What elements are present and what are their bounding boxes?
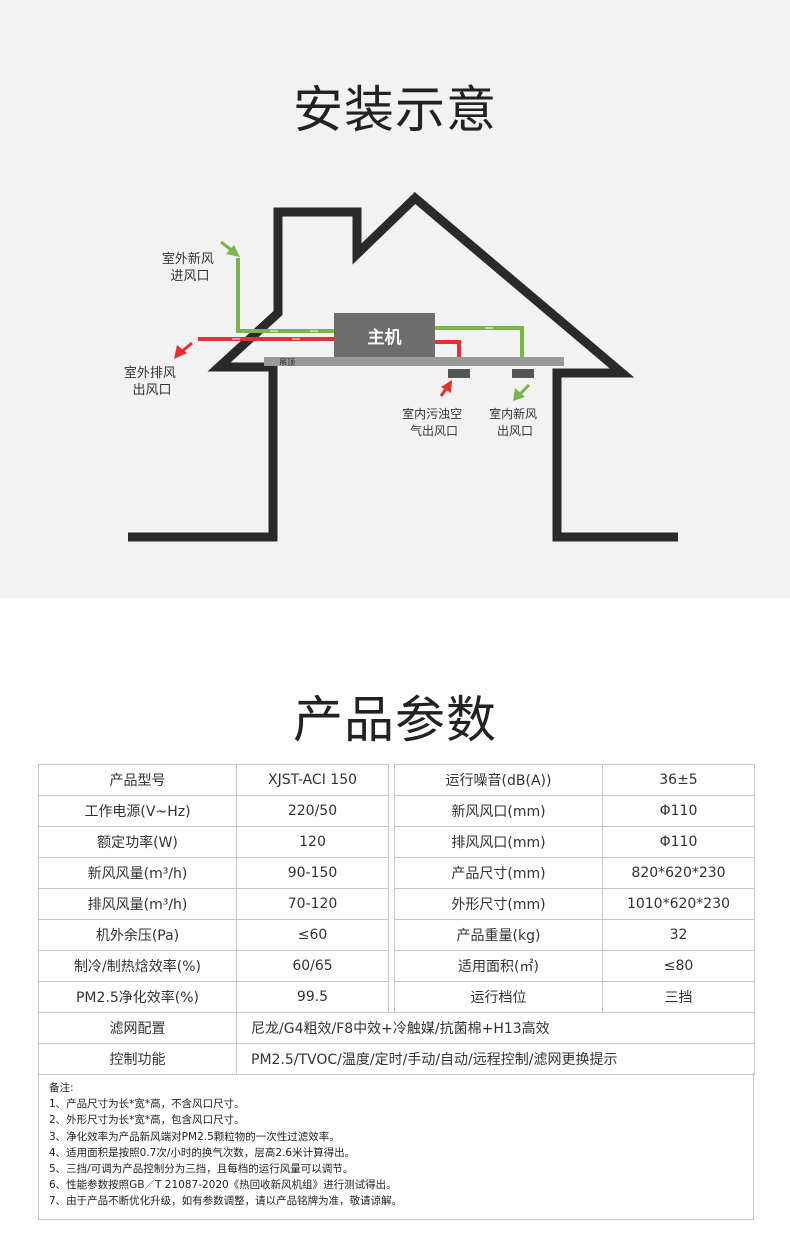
spec-label: 适用面积(㎡) bbox=[394, 950, 603, 982]
spec-label: 制冷/制热焓效率(%) bbox=[38, 950, 237, 982]
spec-label: 新风风口(mm) bbox=[394, 795, 603, 827]
outdoor-fresh-in-label: 室外新风 进风口 bbox=[162, 251, 218, 284]
fresh-air-supply-duct bbox=[435, 326, 524, 357]
spec-label: 机外余压(Pa) bbox=[38, 919, 237, 951]
spec-label: 产品重量(kg) bbox=[394, 919, 603, 951]
note-item: 7、由于产品不断优化升级，如有参数调整，请以产品铭牌为准，敬请谅解。 bbox=[49, 1195, 403, 1208]
notes-box: 备注: 1、产品尺寸为长*宽*高，不含风口尺寸。 2、外形尺寸为长*宽*高，包含风口… bbox=[38, 1073, 754, 1220]
install-section-title: 安装示意 bbox=[293, 81, 497, 139]
spec-label: 新风风量(m³/h) bbox=[38, 857, 237, 889]
spec-value: 820*620*230 bbox=[602, 857, 755, 889]
spec-value: 99.5 bbox=[236, 981, 389, 1013]
spec-label: 工作电源(V~Hz) bbox=[38, 795, 237, 827]
spec-value: Φ110 bbox=[602, 826, 755, 858]
note-item: 3、净化效率为产品新风端对PM2.5颗粒物的一次性过滤效率。 bbox=[49, 1130, 340, 1143]
spec-value: 尼龙/G4粗效/F8中效+冷触媒/抗菌棉+H13高效 bbox=[236, 1012, 755, 1044]
dirty-air-arrow-icon bbox=[439, 380, 452, 397]
host-unit bbox=[334, 313, 435, 359]
spec-value: 70-120 bbox=[236, 888, 389, 920]
spec-value: 36±5 bbox=[602, 764, 755, 796]
note-item: 2、外形尺寸为长*宽*高，包含风口尺寸。 bbox=[49, 1114, 245, 1127]
dirty-air-return-duct bbox=[435, 340, 461, 357]
spec-label: 外形尺寸(mm) bbox=[394, 888, 603, 920]
spec-label: 运行档位 bbox=[394, 981, 603, 1013]
spec-value: 三挡 bbox=[602, 981, 755, 1013]
host-unit-label: 主机 bbox=[368, 327, 402, 348]
spec-label: 产品型号 bbox=[38, 764, 237, 796]
spec-label: 排风风量(m³/h) bbox=[38, 888, 237, 920]
note-item: 1、产品尺寸为长*宽*高，不含风口尺寸。 bbox=[49, 1098, 245, 1111]
spec-label: PM2.5净化效率(%) bbox=[38, 981, 237, 1013]
install-section: 主机 吊顶 室外新风 进风口 bbox=[0, 0, 790, 598]
spec-label: 产品尺寸(mm) bbox=[394, 857, 603, 889]
spec-label: 滤网配置 bbox=[38, 1012, 237, 1044]
indoor-fresh-air-vent bbox=[512, 369, 534, 378]
spec-value: 60/65 bbox=[236, 950, 389, 982]
installation-diagram: 主机 吊顶 室外新风 进风口 bbox=[124, 191, 678, 542]
spec-row-wide: 滤网配置尼龙/G4粗效/F8中效+冷触媒/抗菌棉+H13高效 bbox=[38, 1012, 755, 1044]
outdoor-exhaust-out-label: 室外排风 出风口 bbox=[124, 365, 180, 398]
note-item: 5、三挡/可调为产品控制分为三挡，且每档的运行风量可以调节。 bbox=[49, 1163, 354, 1176]
indoor-dirty-out-label: 室内污浊空 气出风口 bbox=[402, 406, 466, 438]
spec-value: ≤80 bbox=[602, 950, 755, 982]
exhaust-out-arrow-icon bbox=[174, 341, 193, 359]
spec-label: 排风风口(mm) bbox=[394, 826, 603, 858]
spec-value: 90-150 bbox=[236, 857, 389, 889]
notes-heading: 备注: bbox=[49, 1082, 74, 1094]
spec-value: 1010*620*230 bbox=[602, 888, 755, 920]
spec-value: 220/50 bbox=[236, 795, 389, 827]
note-item: 6、性能参数按照GB／T 21087-2020《热回收新风机组》进行测试得出。 bbox=[49, 1179, 397, 1192]
note-item: 4、适用面积是按照0.7次/小时的换气次数，层高2.6米计算得出。 bbox=[49, 1146, 356, 1159]
params-section-title: 产品参数 bbox=[293, 691, 497, 749]
fresh-air-intake-duct bbox=[236, 258, 334, 333]
house-outline bbox=[128, 191, 678, 542]
spec-value: 120 bbox=[236, 826, 389, 858]
ceiling-label: 吊顶 bbox=[279, 358, 295, 367]
spec-value: XJST-ACI 150 bbox=[236, 764, 389, 796]
spec-value: Φ110 bbox=[602, 795, 755, 827]
spec-label: 运行噪音(dB(A)) bbox=[394, 764, 603, 796]
spec-value: PM2.5/TVOC/温度/定时/手动/自动/远程控制/滤网更换提示 bbox=[236, 1043, 755, 1075]
fresh-air-in-arrow-icon bbox=[220, 240, 240, 257]
ceiling-panel bbox=[264, 357, 564, 366]
spec-label: 额定功率(W) bbox=[38, 826, 237, 858]
indoor-fresh-out-label: 室内新风 出风口 bbox=[489, 406, 541, 438]
fresh-air-out-arrow-icon bbox=[513, 383, 531, 401]
indoor-dirty-air-vent bbox=[448, 369, 470, 378]
spec-value: ≤60 bbox=[236, 919, 389, 951]
spec-value: 32 bbox=[602, 919, 755, 951]
spec-label: 控制功能 bbox=[38, 1043, 237, 1075]
